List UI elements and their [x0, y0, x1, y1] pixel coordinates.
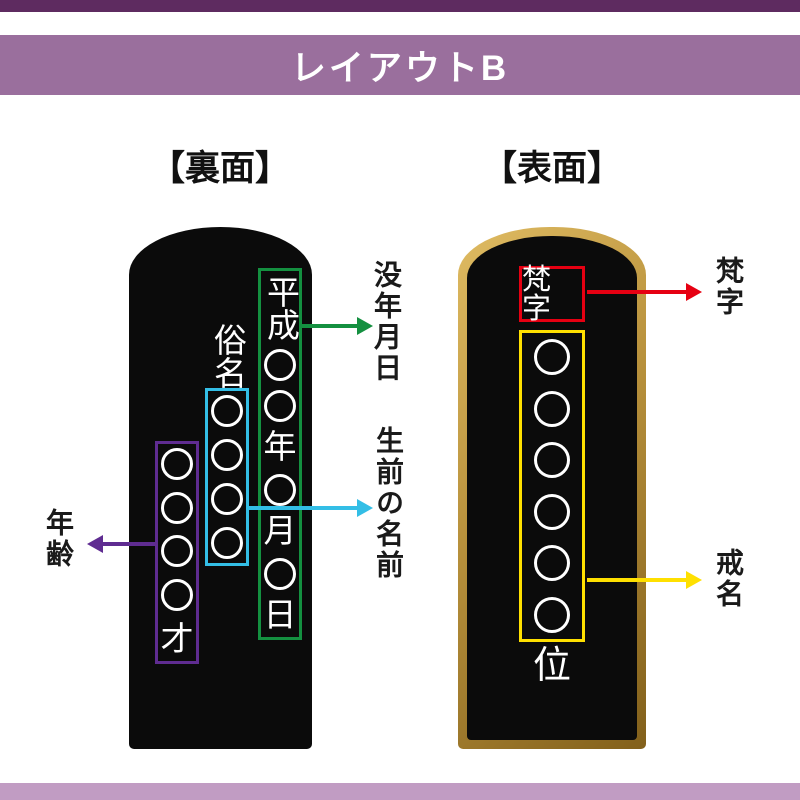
- age-column-box: 才: [155, 441, 199, 664]
- kaimyo-arrow-line: [587, 578, 687, 582]
- zokumyo-label: 俗名: [208, 323, 248, 389]
- placeholder-circle: [534, 545, 570, 582]
- age-arrow-line: [103, 542, 155, 546]
- top-strip: [0, 0, 800, 12]
- kaimyo-arrowhead-icon: [686, 571, 702, 589]
- date-arrow-line: [302, 324, 358, 328]
- kaimyo-column-box: [519, 330, 585, 642]
- placeholder-circle: [534, 493, 570, 530]
- annotation-age: 年齢: [43, 508, 74, 570]
- placeholder-circle: [534, 442, 570, 479]
- date-column-box: 平成 年 月 日: [258, 268, 302, 640]
- name-arrow-line: [249, 506, 358, 510]
- back-tablet: 平成 年 月 日 俗名 才: [129, 227, 312, 749]
- placeholder-circle: [534, 390, 570, 427]
- annotation-death-date: 没年月日: [371, 260, 402, 384]
- placeholder-circle: [161, 448, 193, 480]
- placeholder-circle: [161, 578, 193, 611]
- placeholder-circle: [534, 596, 570, 633]
- day-char: 日: [263, 595, 297, 634]
- era-text: 平成: [261, 275, 301, 341]
- front-tablet: 梵字 位: [458, 227, 646, 749]
- placeholder-circle: [211, 439, 243, 471]
- name-arrowhead-icon: [357, 499, 373, 517]
- header-banner: レイアウトB: [0, 35, 800, 95]
- age-suffix: 才: [160, 619, 194, 658]
- bottom-strip: [0, 783, 800, 800]
- placeholder-circle: [211, 395, 243, 427]
- annotation-kaimyo: 戒名: [713, 548, 744, 610]
- back-panel-title: 【裏面】: [149, 149, 290, 188]
- placeholder-circle: [161, 535, 193, 567]
- placeholder-circle: [264, 389, 296, 422]
- placeholder-circle: [264, 349, 296, 382]
- year-char: 年: [263, 427, 297, 467]
- zokumyo-column-box: [205, 388, 249, 566]
- placeholder-circle: [161, 491, 193, 524]
- date-arrowhead-icon: [357, 317, 373, 335]
- zokumyo-label-wrap: 俗名: [205, 323, 249, 389]
- bonji-box: 梵字: [519, 262, 585, 325]
- placeholder-circle: [211, 527, 243, 559]
- age-arrowhead-icon: [87, 535, 103, 553]
- bonji-arrowhead-icon: [686, 283, 702, 301]
- rank-char: 位: [532, 643, 571, 687]
- placeholder-circle: [264, 557, 296, 590]
- bonji-text: 梵字: [522, 262, 554, 325]
- bonji-arrow-line: [587, 290, 687, 294]
- page-title: レイアウトB: [290, 48, 510, 88]
- placeholder-circle: [534, 339, 570, 375]
- placeholder-circle: [264, 473, 296, 506]
- month-char: 月: [263, 511, 297, 551]
- annotation-living-name: 生前の名前: [373, 426, 404, 581]
- front-panel-title: 【表面】: [481, 149, 622, 188]
- annotation-bonji: 梵字: [713, 256, 744, 318]
- placeholder-circle: [211, 483, 243, 515]
